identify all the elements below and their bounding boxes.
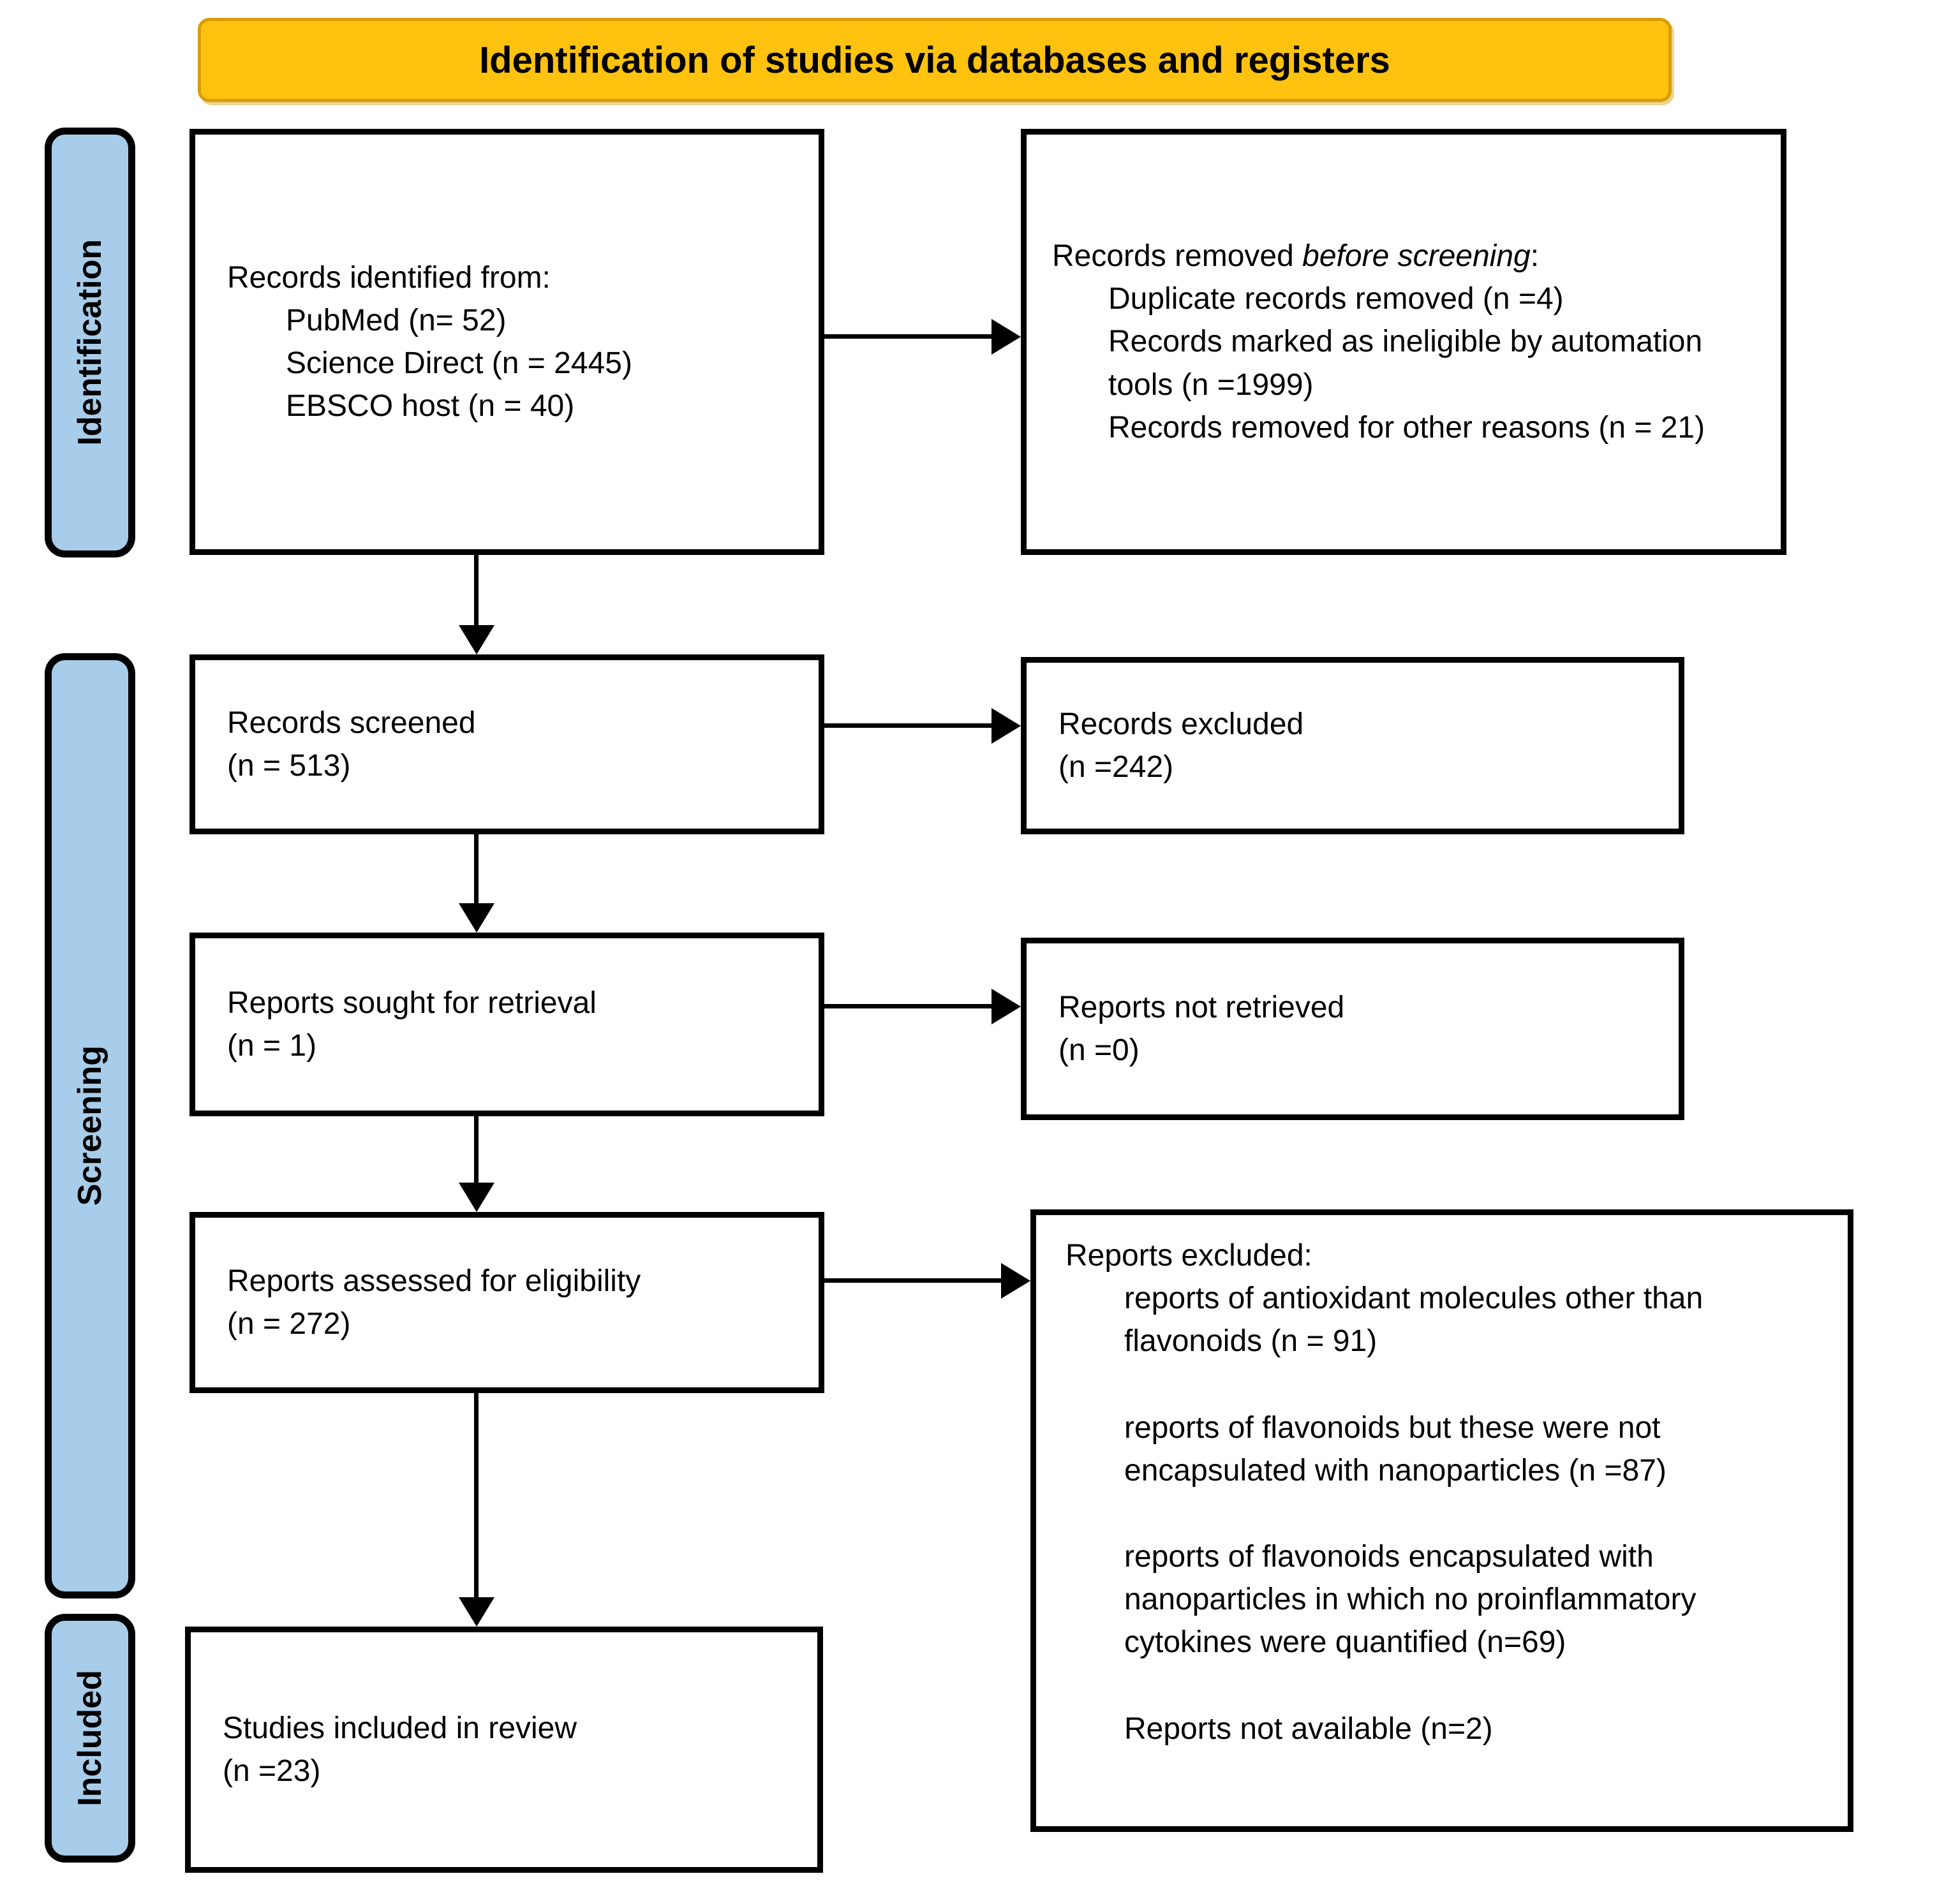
box-count: (n =242) — [1058, 750, 1174, 784]
box-heading: Reports excluded: — [1065, 1239, 1312, 1273]
stage-identification-label: Identification — [71, 239, 108, 446]
box-label: Studies included in review — [223, 1711, 577, 1745]
box-count: (n =0) — [1058, 1033, 1140, 1067]
box-studies-included: Studies included in review (n =23) — [185, 1627, 823, 1873]
box-heading: Records removed before screening: — [1052, 235, 1763, 277]
arrow-sought-to-assessed — [474, 1116, 479, 1183]
box-count: (n =23) — [223, 1754, 321, 1788]
stage-screening: Screening — [45, 653, 135, 1598]
stage-identification: Identification — [45, 128, 135, 557]
stage-included-label: Included — [71, 1670, 108, 1806]
arrow-assessed-to-included — [474, 1393, 479, 1597]
heading-prefix: Records removed — [1052, 239, 1303, 274]
box-item: Science Direct (n = 2445) — [286, 346, 632, 380]
box-item: Records marked as ineligible by automati… — [1108, 325, 1703, 402]
box-label: Reports sought for retrieval — [227, 986, 597, 1020]
box-label: Reports not retrieved — [1058, 990, 1345, 1024]
box-records-removed: Records removed before screening: Duplic… — [1021, 129, 1786, 555]
arrow-screened-to-excluded — [824, 723, 991, 728]
stage-included: Included — [45, 1614, 135, 1863]
box-item: Duplicate records removed (n =4) — [1108, 282, 1564, 316]
stage-screening-label: Screening — [71, 1045, 108, 1206]
box-reports-assessed: Reports assessed for eligibility (n = 27… — [189, 1212, 824, 1393]
box-label: Records screened — [227, 705, 476, 740]
box-label: Reports assessed for eligibility — [227, 1264, 641, 1298]
box-count: (n = 513) — [227, 749, 351, 783]
arrow-sought-to-not-retrieved — [824, 1004, 991, 1008]
arrow-identified-to-removed — [824, 334, 991, 339]
box-reports-not-retrieved: Reports not retrieved (n =0) — [1021, 938, 1684, 1120]
box-label: Records excluded — [1058, 707, 1304, 741]
box-records-identified: Records identified from: PubMed (n= 52) … — [189, 129, 824, 555]
box-item: EBSCO host (n = 40) — [286, 389, 575, 424]
arrow-screened-to-sought — [474, 834, 479, 903]
title-banner: Identification of studies via databases … — [198, 18, 1672, 102]
box-count: (n = 272) — [227, 1307, 351, 1341]
box-item: Records removed for other reasons (n = 2… — [1108, 410, 1705, 445]
arrow-identified-to-screened — [474, 555, 479, 625]
box-item: PubMed (n= 52) — [286, 303, 507, 337]
heading-italic: before screening — [1302, 239, 1531, 274]
box-count: (n = 1) — [227, 1029, 317, 1063]
arrow-assessed-to-reports-excluded — [824, 1278, 1001, 1283]
heading-suffix: : — [1530, 239, 1540, 274]
box-item: reports of flavonoids encapsulated with … — [1124, 1539, 1696, 1660]
box-records-screened: Records screened (n = 513) — [189, 654, 824, 834]
box-heading: Records identified from: — [227, 260, 551, 295]
box-reports-sought: Reports sought for retrieval (n = 1) — [189, 933, 824, 1116]
box-item: reports of antioxidant molecules other t… — [1124, 1281, 1704, 1359]
box-records-excluded: Records excluded (n =242) — [1021, 657, 1684, 834]
box-reports-excluded: Reports excluded: reports of antioxidant… — [1030, 1209, 1853, 1832]
box-item: reports of flavonoids but these were not… — [1124, 1410, 1667, 1488]
box-item: Reports not available (n=2) — [1124, 1711, 1493, 1746]
diagram-title: Identification of studies via databases … — [479, 39, 1390, 81]
